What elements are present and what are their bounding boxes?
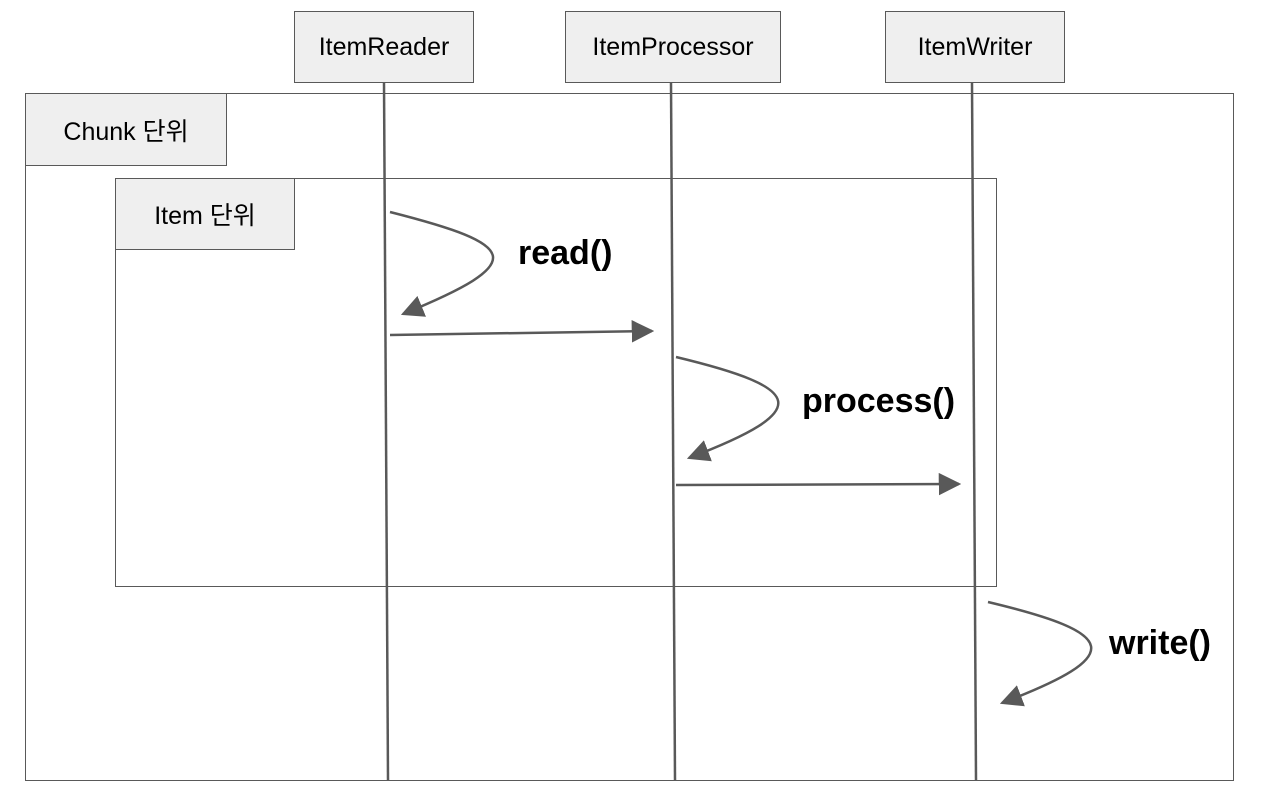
- item-reader-box: ItemReader: [294, 11, 474, 83]
- write-method-label: write(): [1109, 624, 1211, 662]
- item-writer-box: ItemWriter: [885, 11, 1065, 83]
- item-processor-box: ItemProcessor: [565, 11, 781, 83]
- item-frame-label: Item 단위: [115, 178, 295, 250]
- item-frame-label-text: Item 단위: [154, 202, 256, 230]
- item-reader-label: ItemReader: [318, 32, 450, 61]
- chunk-frame: [25, 93, 1234, 781]
- item-writer-label: ItemWriter: [917, 32, 1033, 61]
- item-processor-label: ItemProcessor: [592, 32, 754, 61]
- read-method-label: read(): [518, 234, 613, 272]
- process-method-label: process(): [802, 382, 956, 420]
- chunk-frame-label: Chunk 단위: [25, 93, 227, 166]
- chunk-frame-label-text: Chunk 단위: [63, 117, 189, 146]
- item-frame: [115, 178, 997, 587]
